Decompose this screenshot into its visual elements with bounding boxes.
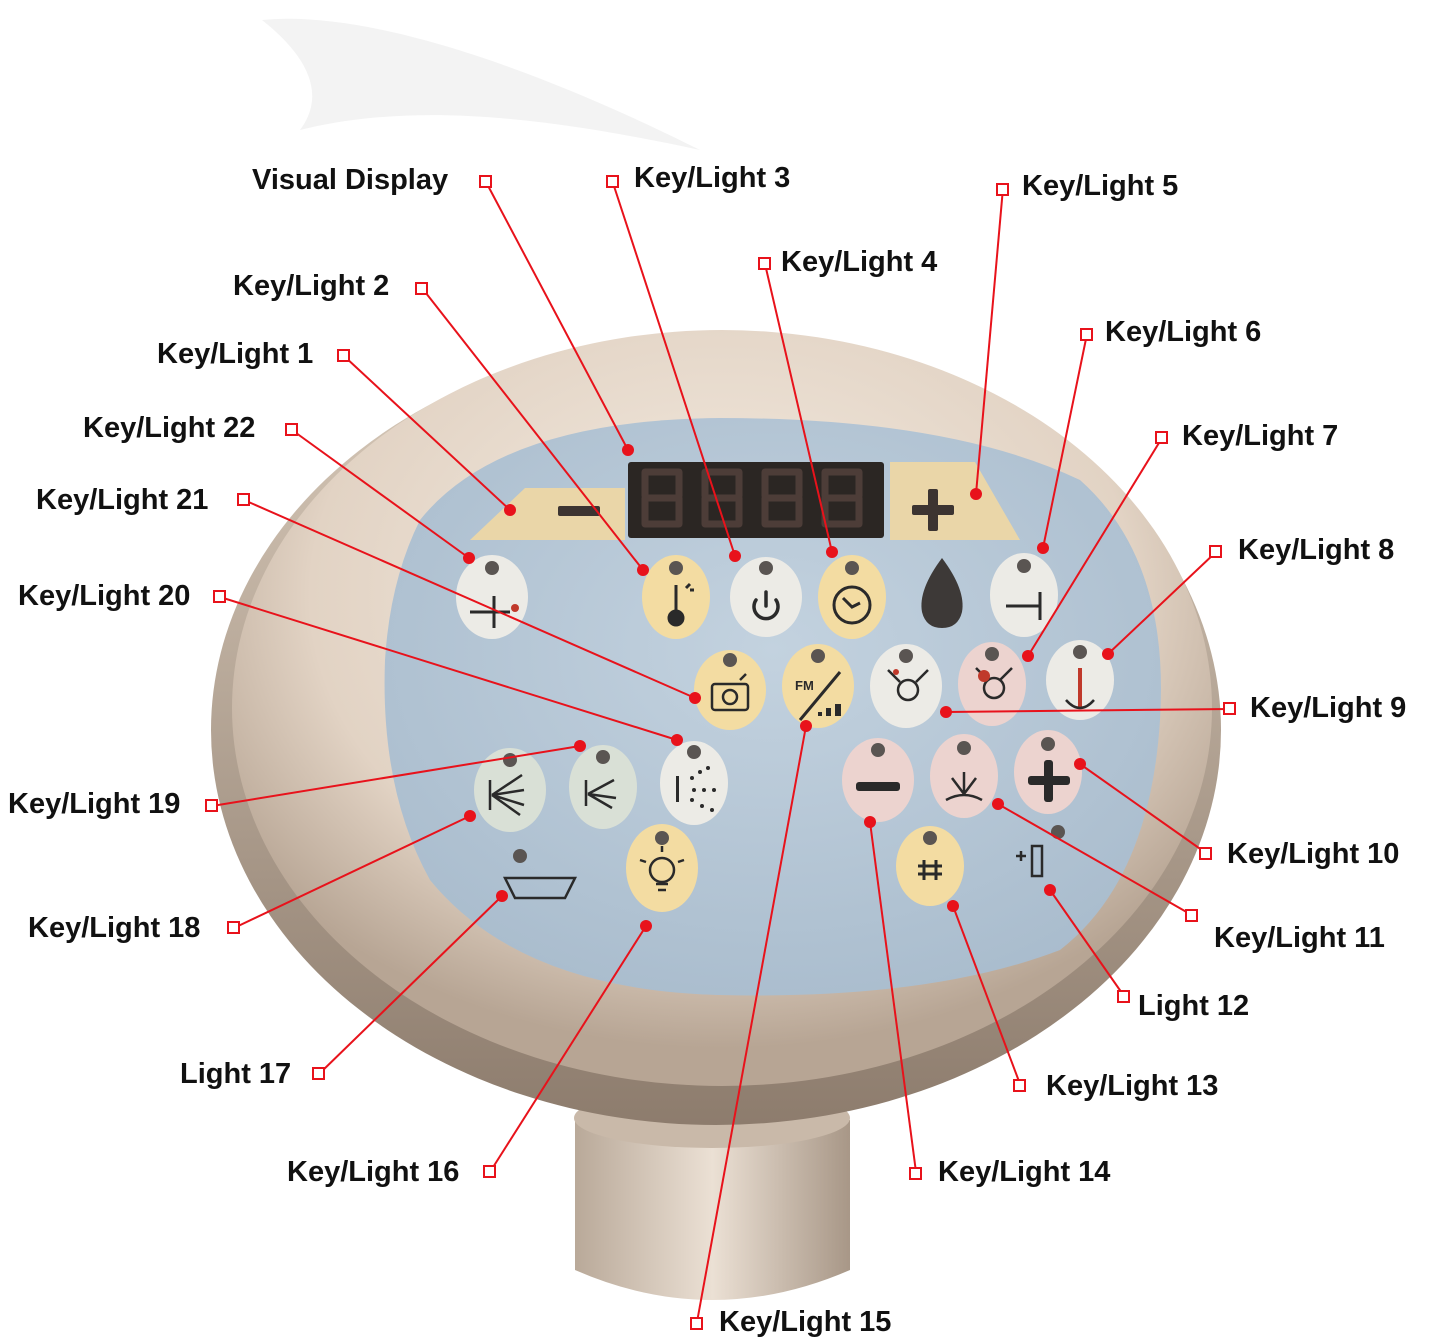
label-key-light-13: Key/Light 13 <box>1046 1070 1219 1102</box>
key-19[interactable] <box>569 745 637 829</box>
spray-dots-icon <box>676 766 716 812</box>
label-key-light-21: Key/Light 21 <box>36 484 209 516</box>
light-17 <box>502 849 578 900</box>
key-14[interactable] <box>842 738 914 822</box>
minus-icon <box>856 782 900 791</box>
water-off-icon <box>1006 592 1042 620</box>
key-4[interactable] <box>818 555 886 639</box>
label-key-light-18: Key/Light 18 <box>28 912 201 944</box>
spray-wide-icon <box>488 773 525 817</box>
background-swoosh <box>262 18 700 151</box>
key-15[interactable]: FM <box>782 644 854 728</box>
bowl-icon <box>502 876 578 900</box>
key-2[interactable] <box>642 555 710 639</box>
power-icon <box>752 590 780 621</box>
water-heat-icon <box>470 596 519 628</box>
callout-lines <box>211 179 1231 1323</box>
label-key-light-4: Key/Light 4 <box>781 246 938 278</box>
thermometer-icon <box>667 582 694 627</box>
label-key-light-22: Key/Light 22 <box>83 412 256 444</box>
label-key-light-5: Key/Light 5 <box>1022 170 1179 202</box>
label-key-light-8: Key/Light 8 <box>1238 534 1395 566</box>
label-key-light-20: Key/Light 20 <box>18 580 191 612</box>
key-7[interactable] <box>958 642 1026 726</box>
key-6[interactable] <box>990 553 1058 637</box>
plus-icon <box>1028 760 1070 802</box>
label-key-light-14: Key/Light 14 <box>938 1156 1111 1188</box>
label-visual-display: Visual Display <box>252 164 449 196</box>
fm-ramp-icon: FM <box>795 671 842 721</box>
hash-icon <box>918 860 942 880</box>
panel-housing <box>211 330 1221 1125</box>
label-key-light-7: Key/Light 7 <box>1182 420 1339 452</box>
label-key-light-9: Key/Light 9 <box>1250 692 1407 724</box>
label-key-light-16: Key/Light 16 <box>287 1156 460 1188</box>
svg-text:FM: FM <box>795 678 814 693</box>
foot-control-drop <box>921 558 963 628</box>
label-key-light-10: Key/Light 10 <box>1227 838 1400 870</box>
key-21[interactable] <box>694 650 766 730</box>
timer-clock-icon <box>832 585 872 625</box>
key-13[interactable] <box>896 826 964 906</box>
key-11[interactable] <box>930 734 998 818</box>
chair-return-icon <box>887 669 929 702</box>
display-plus-bar[interactable] <box>890 462 1020 540</box>
camera-icon <box>710 673 750 712</box>
label-key-light-19: Key/Light 19 <box>8 788 181 820</box>
label-key-light-15: Key/Light 15 <box>719 1306 892 1338</box>
callout-anchor-dots <box>463 444 1114 932</box>
key-16[interactable] <box>626 824 698 912</box>
label-key-light-3: Key/Light 3 <box>634 162 791 194</box>
label-light-17: Light 17 <box>180 1058 292 1090</box>
label-key-light-1: Key/Light 1 <box>157 338 314 370</box>
display-minus-bar[interactable] <box>470 488 625 540</box>
spray-narrow-icon <box>584 778 617 810</box>
key-8[interactable] <box>1046 640 1114 720</box>
key-10[interactable] <box>1014 730 1082 814</box>
visual-display: 8 <box>628 462 884 538</box>
chair-position-icon <box>975 667 1013 700</box>
lightbulb-icon <box>639 846 685 892</box>
instrument-icon <box>1065 668 1095 710</box>
control-panel-face <box>384 418 1162 996</box>
key-3[interactable] <box>730 557 802 637</box>
spray-mode-icon <box>945 772 983 802</box>
key-22[interactable] <box>456 555 528 639</box>
label-light-12: Light 12 <box>1138 990 1250 1022</box>
label-key-light-2: Key/Light 2 <box>233 270 390 302</box>
callout-label-squares <box>205 175 1236 1330</box>
label-key-light-6: Key/Light 6 <box>1105 316 1262 348</box>
key-20[interactable] <box>660 741 728 825</box>
bottle-icon <box>1016 844 1044 878</box>
label-key-light-11: Key/Light 11 <box>1214 922 1385 954</box>
key-9[interactable] <box>870 644 942 728</box>
